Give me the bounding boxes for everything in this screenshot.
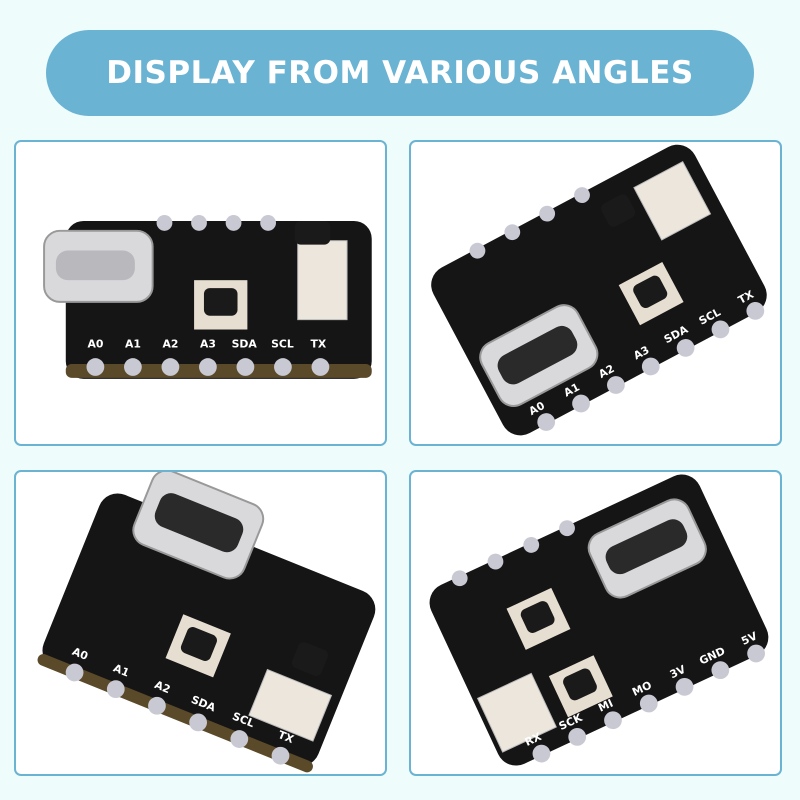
pin-label: 5V [739,629,759,648]
board-image: A0 A1 A2 A3 SDA SCL TX [431,144,767,436]
pin-label: A1 [125,337,141,350]
pin-label: 3V [668,662,688,681]
pin-label: TX [311,337,327,350]
product-view-front: A0 A1 A2 A3 SDA SCL TX [14,140,387,446]
pin-label: SCL [271,337,294,350]
board-image: RX SCK MI MO 3V GND 5V [429,474,769,766]
pin-label: A1 [111,662,131,680]
page-title: DISPLAY FROM VARIOUS ANGLES [106,55,694,91]
pin-label: SDA [232,337,258,350]
product-view-angled-left: A0 A1 A2 A3 SDA SCL TX [409,140,782,446]
pin-label: A2 [163,337,179,350]
board-image: A0 A1 A2 A3 SDA SCL TX [43,215,372,379]
product-view-angled-top: A0 A1 A2 SDA SCL TX [14,470,387,776]
pin-label: A0 [70,645,90,663]
pin-label: A0 [87,337,103,350]
pin-label: TX [276,728,296,746]
pin-label: MI [596,697,615,715]
pin-label: A2 [153,678,173,696]
product-view-back-angle: RX SCK MI MO 3V GND 5V [409,470,782,776]
pin-label: A3 [200,337,216,350]
title-banner: DISPLAY FROM VARIOUS ANGLES [46,30,754,116]
board-image: A0 A1 A2 SDA SCL TX [37,472,376,773]
